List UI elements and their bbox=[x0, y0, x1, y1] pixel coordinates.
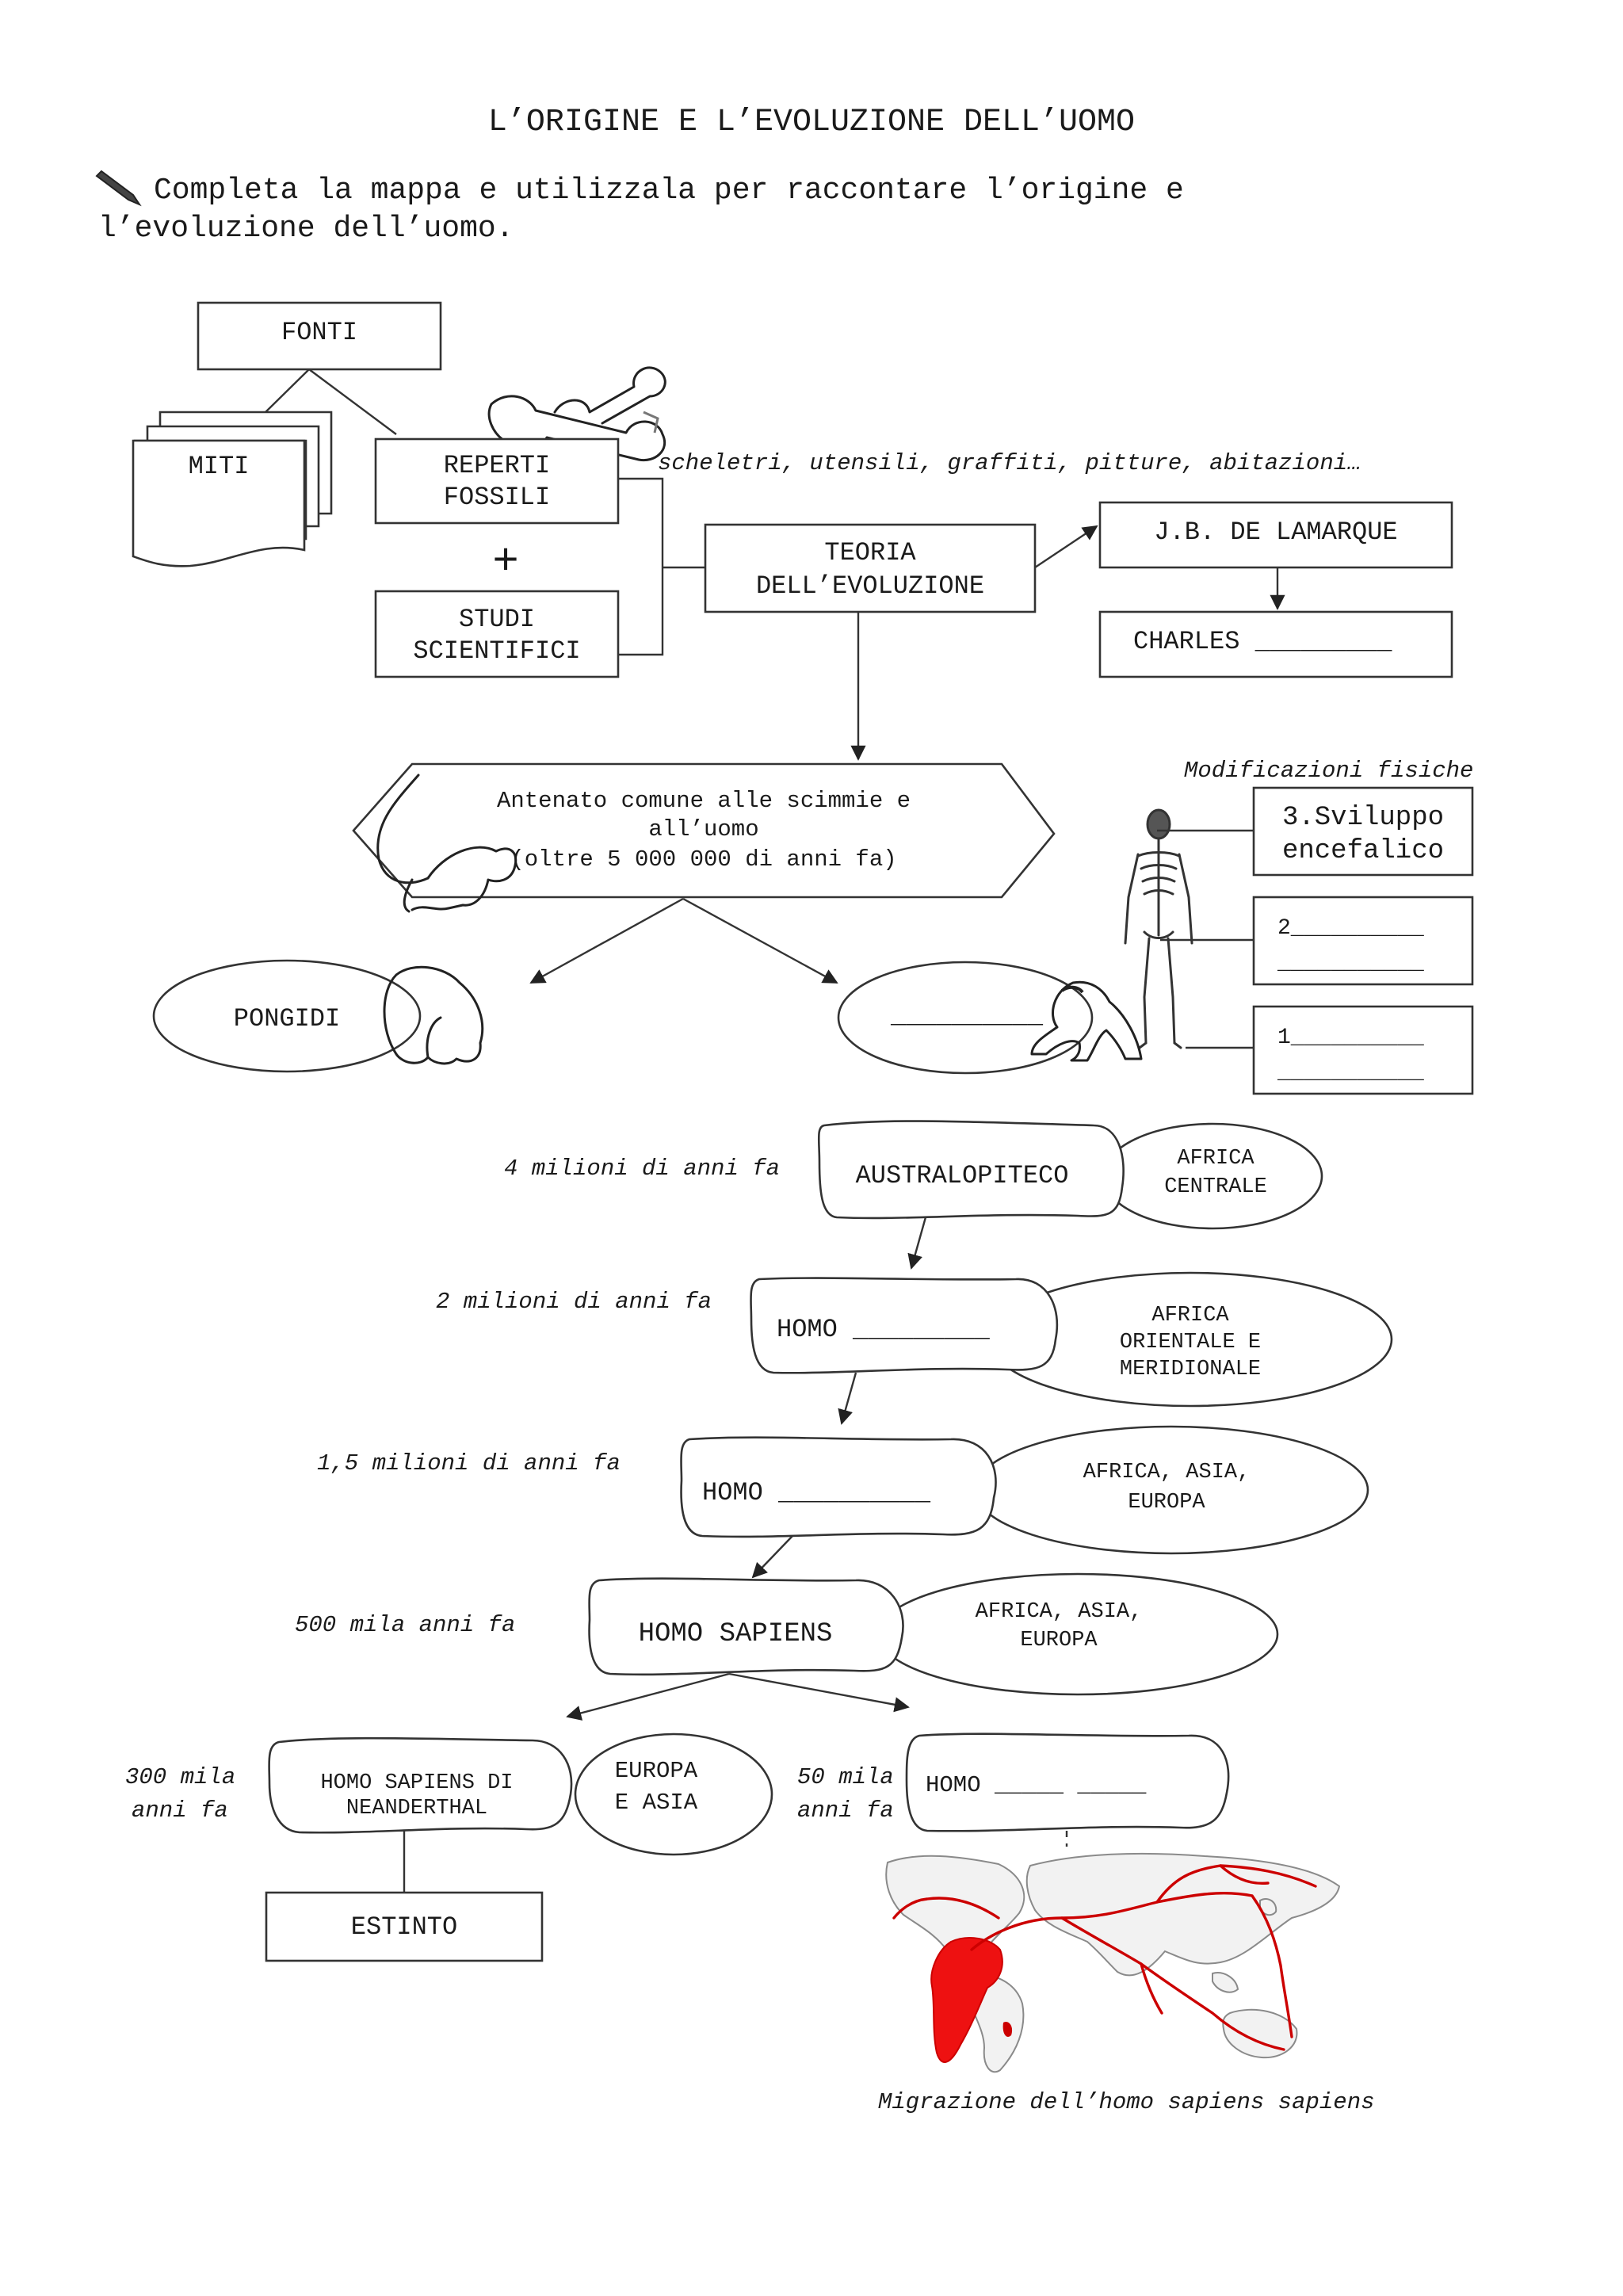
pencil-icon bbox=[95, 170, 142, 207]
place-homo-erectus-line-1: AFRICA, ASIA, bbox=[1083, 1461, 1251, 1484]
fonti-label: FONTI bbox=[281, 318, 357, 347]
time-australopiteco: 4 milioni di anni fa bbox=[504, 1156, 780, 1182]
studi-line-1: STUDI bbox=[459, 605, 535, 634]
estinto-box bbox=[265, 1891, 544, 1962]
hominid-blank: __________ bbox=[890, 1001, 1044, 1030]
reperti-box bbox=[374, 437, 620, 525]
miti-documents bbox=[132, 411, 333, 567]
time-homo-habilis: 2 milioni di anni fa bbox=[436, 1289, 712, 1315]
species-australopiteco-blob bbox=[817, 1120, 1125, 1220]
place-homo-sapiens-line-1: AFRICA, ASIA, bbox=[976, 1600, 1143, 1624]
place-homo-habilis-line-2: ORIENTALE E bbox=[1120, 1331, 1261, 1354]
fonti-box bbox=[197, 301, 442, 371]
species-homo-sapiens-blob bbox=[588, 1577, 904, 1676]
lamarque-box bbox=[1098, 501, 1453, 569]
sapiens-sapiens-blob bbox=[905, 1733, 1230, 1832]
charles-label: CHARLES _________ bbox=[1133, 627, 1392, 656]
change-1-box bbox=[1252, 1005, 1474, 1095]
reperti-line-2: FOSSILI bbox=[444, 483, 550, 512]
teoria-box bbox=[704, 523, 1037, 613]
species-australopiteco: AUSTRALOPITECO bbox=[856, 1161, 1069, 1190]
change-1-line-2: ___________ bbox=[1277, 1060, 1424, 1085]
time-neanderthal-line-2: anni fa bbox=[132, 1797, 228, 1824]
time-homo-sapiens: 500 mila anni fa bbox=[295, 1612, 515, 1638]
species-homo-habilis-blob bbox=[750, 1277, 1059, 1374]
species-homo-erectus: HOMO __________ bbox=[702, 1478, 931, 1507]
place-neanderthal-line-2: E ASIA bbox=[615, 1790, 698, 1816]
time-sapiens-sapiens-line-1: 50 mila bbox=[797, 1764, 894, 1790]
change-2-line-2: ___________ bbox=[1277, 951, 1424, 976]
change-2-line-1: 2__________ bbox=[1277, 916, 1424, 941]
place-australopiteco-line-1: AFRICA bbox=[1177, 1147, 1254, 1171]
time-homo-erectus: 1,5 milioni di anni fa bbox=[317, 1450, 621, 1477]
neanderthal-blob bbox=[268, 1736, 573, 1834]
teoria-line-1: TEORIA bbox=[824, 538, 916, 567]
studi-box bbox=[374, 590, 620, 678]
change-3-line-2: encefalico bbox=[1282, 836, 1444, 866]
place-homo-erectus bbox=[973, 1425, 1369, 1555]
gorilla-sketch bbox=[383, 965, 484, 1065]
studi-line-2: SCIENTIFICI bbox=[413, 636, 580, 666]
neanderthal-name-line-2: NEANDERTHAL bbox=[346, 1797, 487, 1820]
place-homo-erectus-line-2: EUROPA bbox=[1128, 1491, 1205, 1515]
map-caption: Migrazione dell’homo sapiens sapiens bbox=[878, 2089, 1375, 2115]
ancestor-line-2: all’uomo bbox=[648, 816, 758, 842]
change-2-box bbox=[1252, 896, 1474, 986]
time-neanderthal-line-1: 300 mila bbox=[125, 1764, 235, 1790]
place-homo-habilis-line-3: MERIDIONALE bbox=[1120, 1358, 1261, 1381]
world-map bbox=[880, 1847, 1344, 2081]
species-homo-erectus-blob bbox=[680, 1436, 997, 1538]
estinto-label: ESTINTO bbox=[351, 1912, 457, 1942]
time-sapiens-sapiens-line-2: anni fa bbox=[797, 1797, 894, 1824]
place-australopiteco-line-2: CENTRALE bbox=[1164, 1175, 1267, 1199]
neanderthal-name-line-1: HOMO SAPIENS DI bbox=[320, 1771, 513, 1795]
plus-sign: + bbox=[492, 537, 519, 587]
miti-label: MITI bbox=[189, 452, 250, 481]
place-neanderthal bbox=[574, 1733, 773, 1856]
change-3-box bbox=[1252, 786, 1474, 877]
monkey-sketch bbox=[376, 774, 517, 913]
instruction-line-2: l’evoluzione dell’uomo. bbox=[98, 212, 514, 246]
place-homo-sapiens-line-2: EUROPA bbox=[1020, 1629, 1098, 1652]
place-neanderthal-line-1: EUROPA bbox=[615, 1758, 698, 1784]
sapiens-sapiens-name: HOMO _____ _____ bbox=[926, 1772, 1147, 1798]
sources-examples: scheletri, utensili, graffiti, pitture, … bbox=[658, 450, 1361, 476]
page-title: L’ORIGINE E L’EVOLUZIONE DELL’UOMO bbox=[488, 105, 1135, 140]
ancestor-line-1: Antenato comune alle scimmie e bbox=[497, 788, 911, 814]
skeleton-icon bbox=[1124, 808, 1193, 1049]
change-1-line-1: 1__________ bbox=[1277, 1026, 1424, 1050]
place-homo-habilis-line-1: AFRICA bbox=[1151, 1304, 1229, 1328]
teoria-line-2: DELL’EVOLUZIONE bbox=[756, 571, 984, 601]
instruction-line-1: Completa la mappa e utilizzala per racco… bbox=[154, 174, 1184, 208]
change-3-line-1: 3.Sviluppo bbox=[1282, 803, 1444, 833]
pongidi-label: PONGIDI bbox=[234, 1004, 340, 1033]
pongidi-ellipse bbox=[152, 959, 422, 1073]
species-homo-sapiens: HOMO SAPIENS bbox=[639, 1619, 833, 1649]
species-homo-habilis: HOMO _________ bbox=[777, 1315, 991, 1344]
reperti-line-1: REPERTI bbox=[444, 451, 550, 480]
ancestor-line-3: (oltre 5 000 000 di anni fa) bbox=[510, 846, 896, 873]
physical-changes-title: Modificazioni fisiche bbox=[1184, 758, 1473, 784]
africa-region bbox=[930, 1937, 1003, 2063]
lamarque-label: J.B. DE LAMARQUE bbox=[1154, 518, 1397, 547]
ancestor-shape bbox=[352, 762, 1056, 899]
hominid-ellipse bbox=[837, 961, 1094, 1075]
charles-box bbox=[1098, 610, 1453, 678]
chimp-sketch bbox=[1030, 980, 1143, 1062]
